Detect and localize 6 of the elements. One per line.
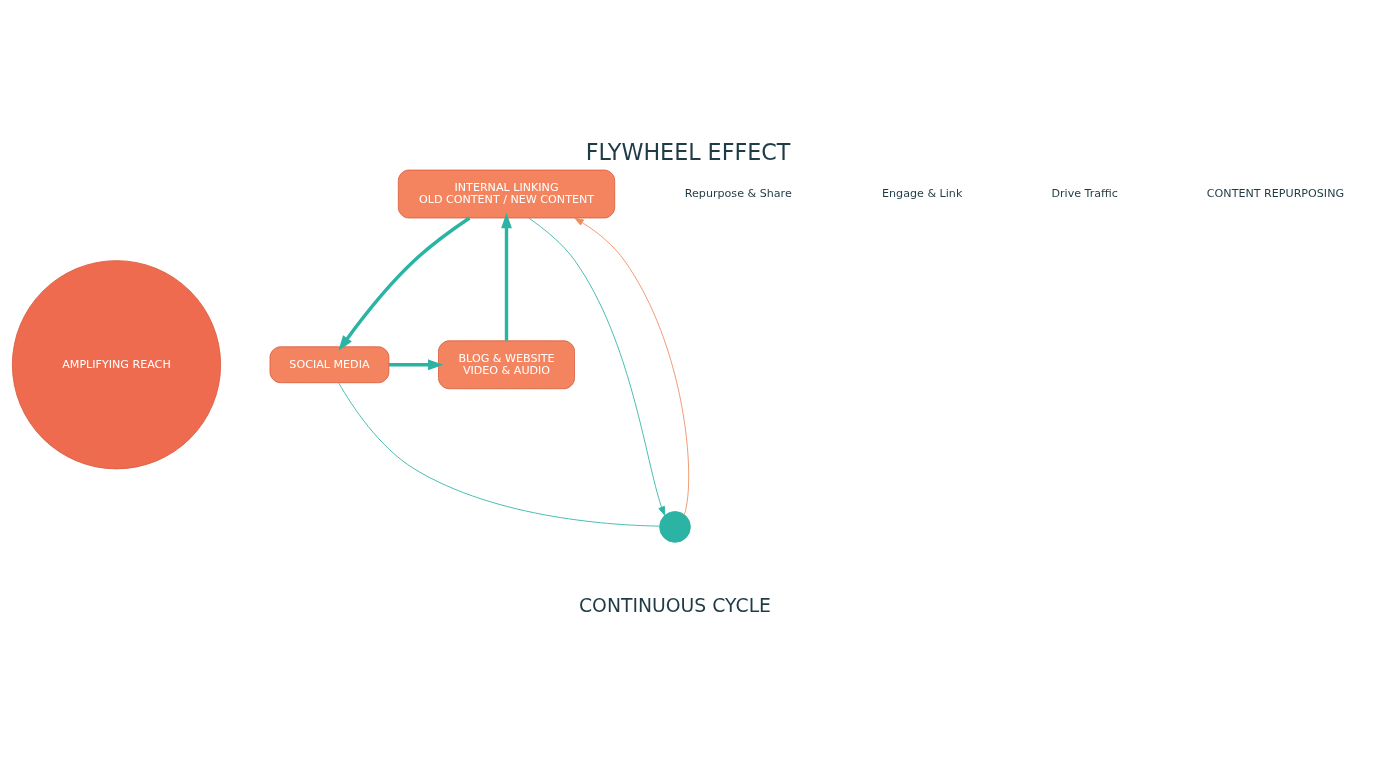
label: CONTENT REPURPOSING bbox=[1206, 186, 1345, 200]
diagram-title: FLYWHEEL EFFECT bbox=[585, 138, 791, 165]
label: Engage & Link bbox=[882, 186, 963, 200]
label: Repurpose & Share bbox=[684, 186, 792, 200]
caption: CONTINUOUS CYCLE bbox=[579, 595, 772, 617]
label: Drive Traffic bbox=[1051, 186, 1118, 200]
